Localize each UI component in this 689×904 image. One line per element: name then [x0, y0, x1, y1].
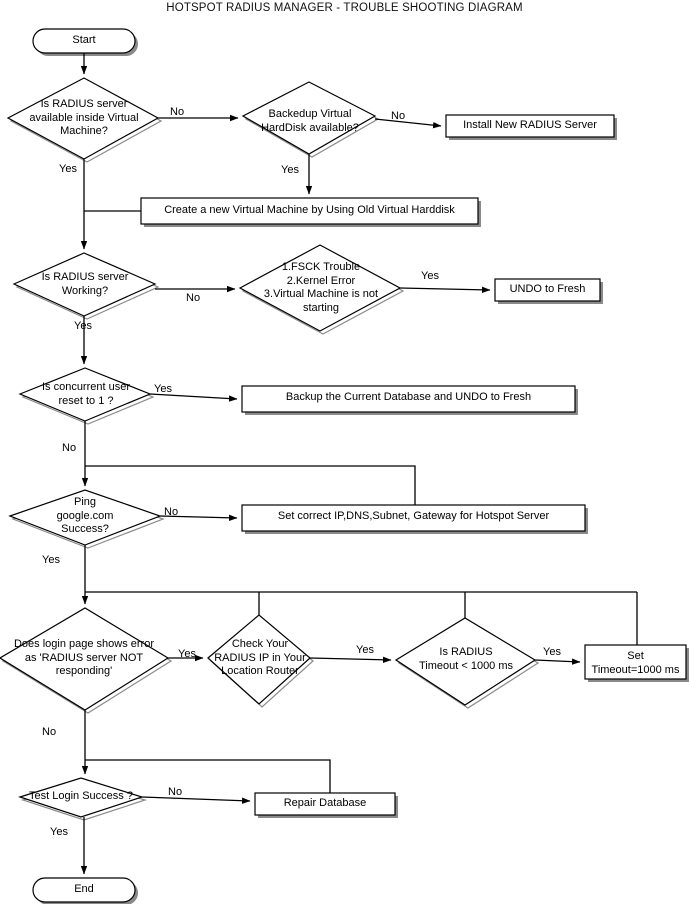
edge-label-radius-available-yes: Yes: [59, 163, 77, 175]
edge-label-concurrent-user-yes: Yes: [154, 383, 172, 395]
edge-label-test-login-yes: Yes: [50, 826, 68, 838]
edge-label-backedup-vhd-no: No: [391, 110, 406, 122]
edge-label-check-radius-ip-yes: Yes: [356, 644, 374, 656]
edge-label-test-login-no: No: [168, 786, 183, 798]
edge-label-concurrent-user-no: No: [62, 442, 77, 454]
edge-label-ping-google-yes: Yes: [42, 554, 60, 566]
edge-label-ping-google-no: No: [164, 506, 179, 518]
diagram-title: HOTSPOT RADIUS MANAGER - TROUBLE SHOOTIN…: [166, 2, 523, 14]
edge-label-radius-working-yes: Yes: [74, 320, 92, 332]
edge-label-radius-working-no: No: [186, 292, 201, 304]
edge-label-login-page-error-no: No: [42, 726, 57, 738]
edge-label-backedup-vhd-yes: Yes: [281, 164, 299, 176]
edge-label-radius-timeout-yes: Yes: [543, 646, 561, 658]
edge-label-fsck-yes: Yes: [421, 270, 439, 282]
edge-label-login-page-error-yes: Yes: [178, 648, 196, 660]
edge-label-radius-available-no: No: [170, 106, 185, 118]
